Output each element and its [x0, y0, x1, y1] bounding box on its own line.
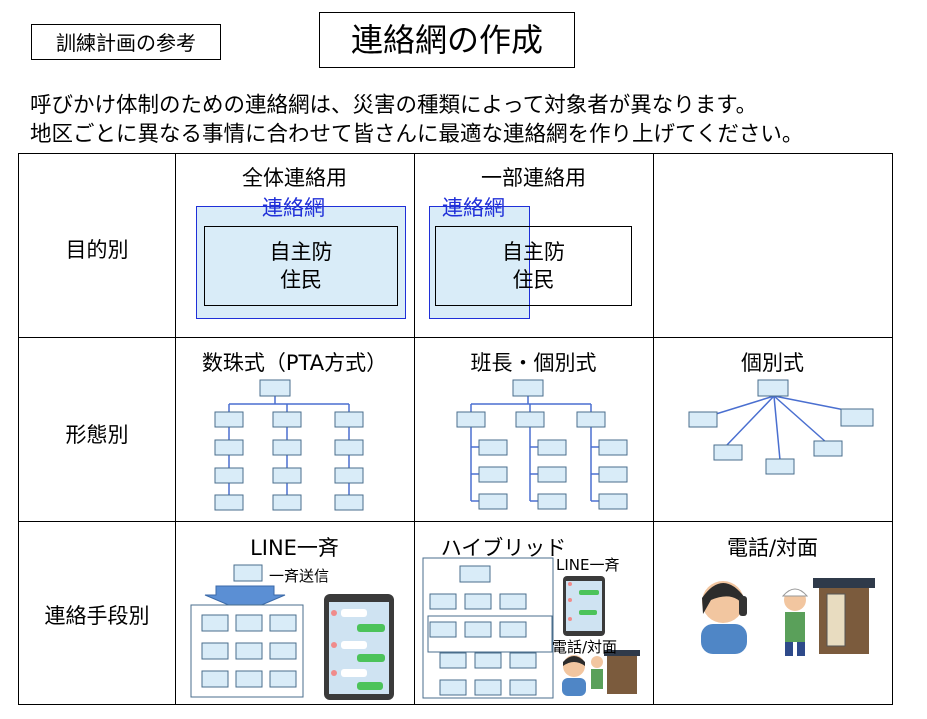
part-members-box: 自主防 住民: [435, 226, 632, 306]
intro-line-2: 地区ごとに異なる事情に合わせて皆さんに最適な連絡網を作り上げてください。: [30, 122, 804, 147]
row-header-purpose: 目的別: [65, 238, 129, 262]
hybrid-phone-label: 電話/対面: [552, 638, 618, 656]
part-network-area: [429, 206, 530, 319]
hybrid-line-label: LINE一斉: [556, 556, 620, 574]
all-network-label: 連絡網: [262, 196, 325, 220]
reference-tag: 訓練計画の参考: [31, 24, 221, 60]
means-phone-heading: 電話/対面: [726, 536, 819, 560]
all-members-box: 自主防 住民: [204, 226, 398, 306]
part-network-label: 連絡網: [442, 196, 505, 220]
contact-network-table: 目的別 形態別 連絡手段別 全体連絡用 連絡網 自主防 住民 一部連絡用 連絡網…: [18, 153, 893, 705]
means-hybrid-heading: ハイブリッド: [440, 536, 567, 560]
purpose-all-heading: 全体連絡用: [242, 166, 347, 190]
row-header-means: 連絡手段別: [44, 604, 150, 628]
row-header-form: 形態別: [65, 423, 129, 447]
form-group-heading: 班長・個別式: [470, 351, 597, 375]
intro-line-1: 呼びかけ体制のための連絡網は、災害の種類によって対象者が異なります。: [30, 93, 758, 118]
network-diagrams: [190, 379, 875, 700]
means-line-heading: LINE一斉: [250, 536, 339, 560]
purpose-part-heading: 一部連絡用: [481, 166, 586, 190]
form-pta-heading: 数珠式（PTA方式）: [201, 351, 388, 375]
all-network-area: [196, 206, 406, 319]
page-title: 連絡網の作成: [319, 12, 575, 68]
broadcast-label: 一斉送信: [269, 567, 330, 585]
form-individual-heading: 個別式: [741, 351, 804, 375]
